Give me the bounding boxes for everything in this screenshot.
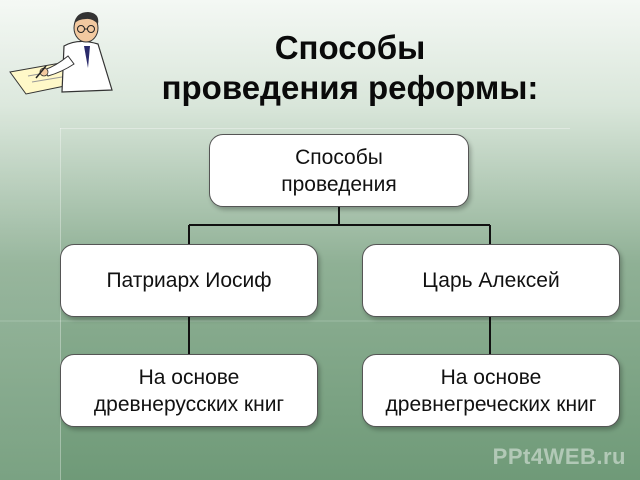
slide-title-line2: проведения реформы: xyxy=(161,69,539,106)
right-child-node: На основе древнегреческих книг xyxy=(362,354,620,427)
right-branch-node: Царь Алексей xyxy=(362,244,620,317)
right-branch-label: Царь Алексей xyxy=(422,269,560,292)
left-child-line2: древнерусских книг xyxy=(93,392,285,416)
slide-title-line1: Способы xyxy=(274,29,426,66)
slide-title: Способы проведения реформы: xyxy=(130,28,570,108)
left-child-node: На основе древнерусских книг xyxy=(60,354,318,427)
left-child-line1: На основе xyxy=(138,365,240,389)
root-node-line2: проведения xyxy=(281,172,397,196)
watermark: PPt4WEB.ru xyxy=(492,444,626,469)
left-branch-label: Патриарх Иосиф xyxy=(106,269,272,292)
root-node: Способы проведения xyxy=(209,134,469,207)
left-branch-node: Патриарх Иосиф xyxy=(60,244,318,317)
decor-line-horizontal xyxy=(60,128,570,129)
root-node-line1: Способы xyxy=(295,145,383,169)
right-child-line1: На основе xyxy=(440,365,542,389)
doctor-writing-icon xyxy=(9,12,113,95)
right-child-line2: древнегреческих книг xyxy=(385,392,597,416)
